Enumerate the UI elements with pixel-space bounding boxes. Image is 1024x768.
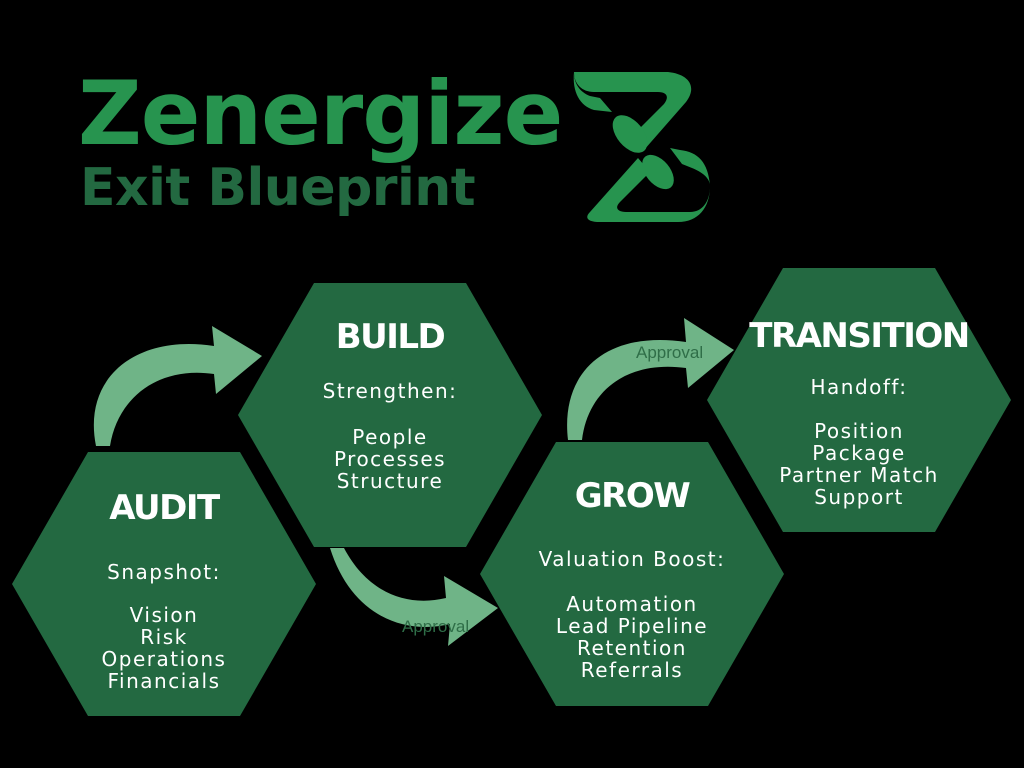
- stage-title: BUILD: [335, 317, 446, 357]
- stage-item: Package: [812, 441, 906, 465]
- stage-item: Partner Match: [779, 463, 939, 487]
- stage-item: Referrals: [580, 658, 684, 682]
- stage-item: Operations: [101, 647, 227, 671]
- stage-items: Vision Risk Operations Financials: [12, 604, 316, 692]
- stage-item: Vision: [129, 603, 199, 627]
- stage-item: Retention: [577, 636, 687, 660]
- stage-build: BUILD Strengthen: People Processes Struc…: [238, 283, 542, 547]
- stage-audit: AUDIT Snapshot: Vision Risk Operations F…: [12, 452, 316, 716]
- hexagon-shape: [480, 442, 784, 706]
- hexagon-shape: [707, 268, 1011, 532]
- stage-items: People Processes Structure: [238, 426, 542, 492]
- stage-items: Position Package Partner Match Support: [707, 420, 1011, 508]
- stage-item: Processes: [333, 447, 447, 471]
- brand-title: Zenergize: [78, 62, 563, 165]
- hexagon-shape: [238, 283, 542, 547]
- brand-subtitle: Exit Blueprint: [80, 158, 476, 218]
- stage-title: GROW: [574, 476, 691, 516]
- stage-item: Support: [814, 485, 904, 509]
- stage-item: People: [352, 425, 428, 449]
- connector-label-grow-transition: Approval: [636, 343, 704, 362]
- stage-subtitle: Snapshot:: [107, 560, 221, 584]
- hexagon-shape: [12, 452, 316, 716]
- stage-item: Structure: [336, 469, 444, 493]
- connector-label-build-grow: Approval: [402, 617, 470, 636]
- stage-item: Position: [814, 419, 904, 443]
- stage-subtitle: Handoff:: [810, 375, 908, 399]
- stage-subtitle: Valuation Boost:: [538, 547, 726, 571]
- stage-item: Risk: [140, 625, 188, 649]
- stage-item: Financials: [107, 669, 221, 693]
- stage-transition: TRANSITION Handoff: Position Package Par…: [707, 268, 1011, 532]
- stage-grow: GROW Valuation Boost: Automation Lead Pi…: [480, 442, 784, 706]
- stage-title: TRANSITION: [749, 316, 970, 356]
- zenergize-z-logo-icon: [573, 72, 710, 222]
- stage-title: AUDIT: [109, 488, 220, 528]
- stage-subtitle: Strengthen:: [322, 379, 458, 403]
- stage-item: Lead Pipeline: [555, 614, 709, 638]
- stage-items: Automation Lead Pipeline Retention Refer…: [480, 593, 784, 681]
- stage-item: Automation: [566, 592, 698, 616]
- arrow-grow-to-transition: [567, 318, 734, 440]
- arrow-build-to-grow: [330, 548, 498, 646]
- arrow-audit-to-build: [93, 326, 263, 446]
